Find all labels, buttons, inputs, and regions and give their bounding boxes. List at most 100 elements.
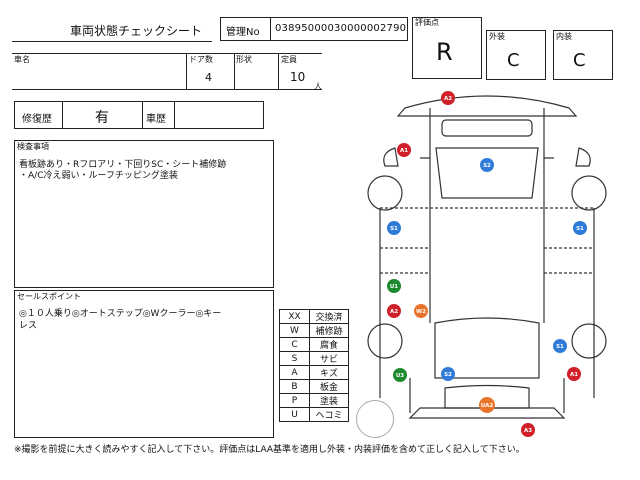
damage-marker-label: UA2 [481, 403, 494, 409]
legend-meaning: 補修跡 [309, 323, 349, 338]
damage-marker: S1 [553, 339, 567, 353]
legend-code: S [279, 351, 310, 366]
damage-marker-label: S1 [390, 226, 398, 232]
teiin-label: 定員 [281, 55, 297, 64]
overall-score-label: 評価点 [415, 18, 439, 27]
damage-marker-dot [387, 304, 401, 318]
wheel-front-left [367, 175, 403, 211]
overall-score-box [412, 17, 482, 79]
damage-marker-dot [553, 339, 567, 353]
damage-marker: S2 [441, 367, 455, 381]
exterior-score-box [486, 30, 546, 80]
interior-score-label: 内装 [556, 32, 572, 41]
damage-marker-label: S2 [444, 372, 452, 378]
kanri-divider [270, 17, 271, 41]
sales-point-label: セールスポイント [17, 292, 81, 301]
rear-window-outline [444, 384, 530, 409]
damage-marker-dot [414, 304, 428, 318]
wheel-rear-right [571, 323, 607, 359]
damage-marker-dot [387, 279, 401, 293]
sales-line-1: ◎１０人乗り◎オートステップ◎Wクーラー◎キー [19, 309, 222, 319]
legend-code: P [279, 393, 310, 408]
damage-marker: A1 [397, 143, 411, 157]
wheel-rear-left [367, 323, 403, 359]
damage-marker-label: A3 [524, 428, 532, 434]
roof-panel-outline [435, 147, 539, 199]
overall-score-value: R [436, 38, 453, 66]
legend-code: C [279, 337, 310, 352]
damage-marker: S1 [573, 221, 587, 235]
exterior-score-label: 外装 [489, 32, 505, 41]
legend-code: XX [279, 309, 310, 324]
damage-marker-dot [397, 143, 411, 157]
title-area [12, 17, 212, 42]
inspection-box [14, 140, 274, 288]
damage-marker-dot [480, 158, 494, 172]
damage-marker-dot [521, 423, 535, 437]
legend-meaning: サビ [309, 351, 349, 366]
sheet-title: 車両状態チェックシート [70, 24, 203, 38]
repair-label: 修復歴 [22, 114, 52, 125]
rear-bumper-outline [408, 407, 566, 419]
interior-score-box [553, 30, 613, 80]
shamei-label: 車名 [14, 55, 30, 64]
kanri-no-value: 03895000030000002790 [275, 23, 407, 34]
damage-marker: W2 [414, 304, 428, 318]
damage-marker-label: S1 [556, 344, 564, 350]
damage-marker-dot [567, 367, 581, 381]
inspection-label: 検査事項 [17, 142, 49, 151]
vehicle-info-row [12, 53, 322, 90]
front-bumper-outline [396, 95, 578, 117]
damage-marker: UA2 [479, 397, 495, 413]
legend-code: U [279, 407, 310, 422]
damage-marker-label: S2 [483, 163, 491, 169]
damage-marker-label: A2 [444, 96, 452, 102]
vehicle-info-divider-3 [278, 53, 279, 90]
kanri-no-box [220, 17, 408, 41]
exterior-score-value: C [507, 50, 520, 71]
sales-line-2: レス [19, 321, 38, 331]
legend-code: A [279, 365, 310, 380]
car-diagram: A2 A1 S2 S1 S1 U1 A2 W2 S1 U3 S2 A1 UA2 … [367, 91, 607, 437]
damage-marker-label: A1 [570, 372, 578, 378]
legend-meaning: ヘコミ [309, 407, 349, 422]
damage-marker: A3 [521, 423, 535, 437]
footer-note: ※撮影を前提に大きく読みやすく記入して下さい。評価点はLAA基準を適用し外装・内… [14, 445, 525, 455]
damage-marker-label: A2 [390, 309, 398, 315]
damage-marker-dot [393, 368, 407, 382]
legend-meaning: 板金 [309, 379, 349, 394]
teiin-value: 10 [290, 70, 306, 84]
damage-marker-dot [387, 221, 401, 235]
legend-meaning: 腐食 [309, 337, 349, 352]
damage-marker-dot [441, 367, 455, 381]
sales-point-box [14, 290, 274, 438]
damage-marker-label: U3 [396, 373, 404, 379]
rear-body-outline [434, 317, 540, 379]
damage-markers: A2 A1 S2 S1 S1 U1 A2 W2 S1 U3 S2 A1 UA2 … [387, 91, 587, 437]
repair-history-row [14, 101, 264, 129]
damage-marker: A1 [567, 367, 581, 381]
inspection-line-1: 看板跡あり・Rフロアリ・下回りSC・シート補修跡 [19, 160, 227, 170]
damage-marker: A2 [387, 304, 401, 318]
teiin-unit: 人 [314, 82, 322, 91]
shareki-label: 車歴 [146, 114, 166, 125]
legend-meaning: キズ [309, 365, 349, 380]
damage-marker-label: U1 [390, 284, 398, 290]
legend-meaning: 塗装 [309, 393, 349, 408]
damage-marker: A2 [441, 91, 455, 105]
repair-divider-1 [62, 101, 63, 129]
damage-marker-dot [441, 91, 455, 105]
legend-code: W [279, 323, 310, 338]
inspection-line-2: ・A/C冷え弱い・ルーフチッピング塗装 [19, 171, 178, 181]
title-underline [12, 41, 212, 42]
interior-score-value: C [573, 50, 586, 71]
repair-value: 有 [95, 110, 109, 126]
